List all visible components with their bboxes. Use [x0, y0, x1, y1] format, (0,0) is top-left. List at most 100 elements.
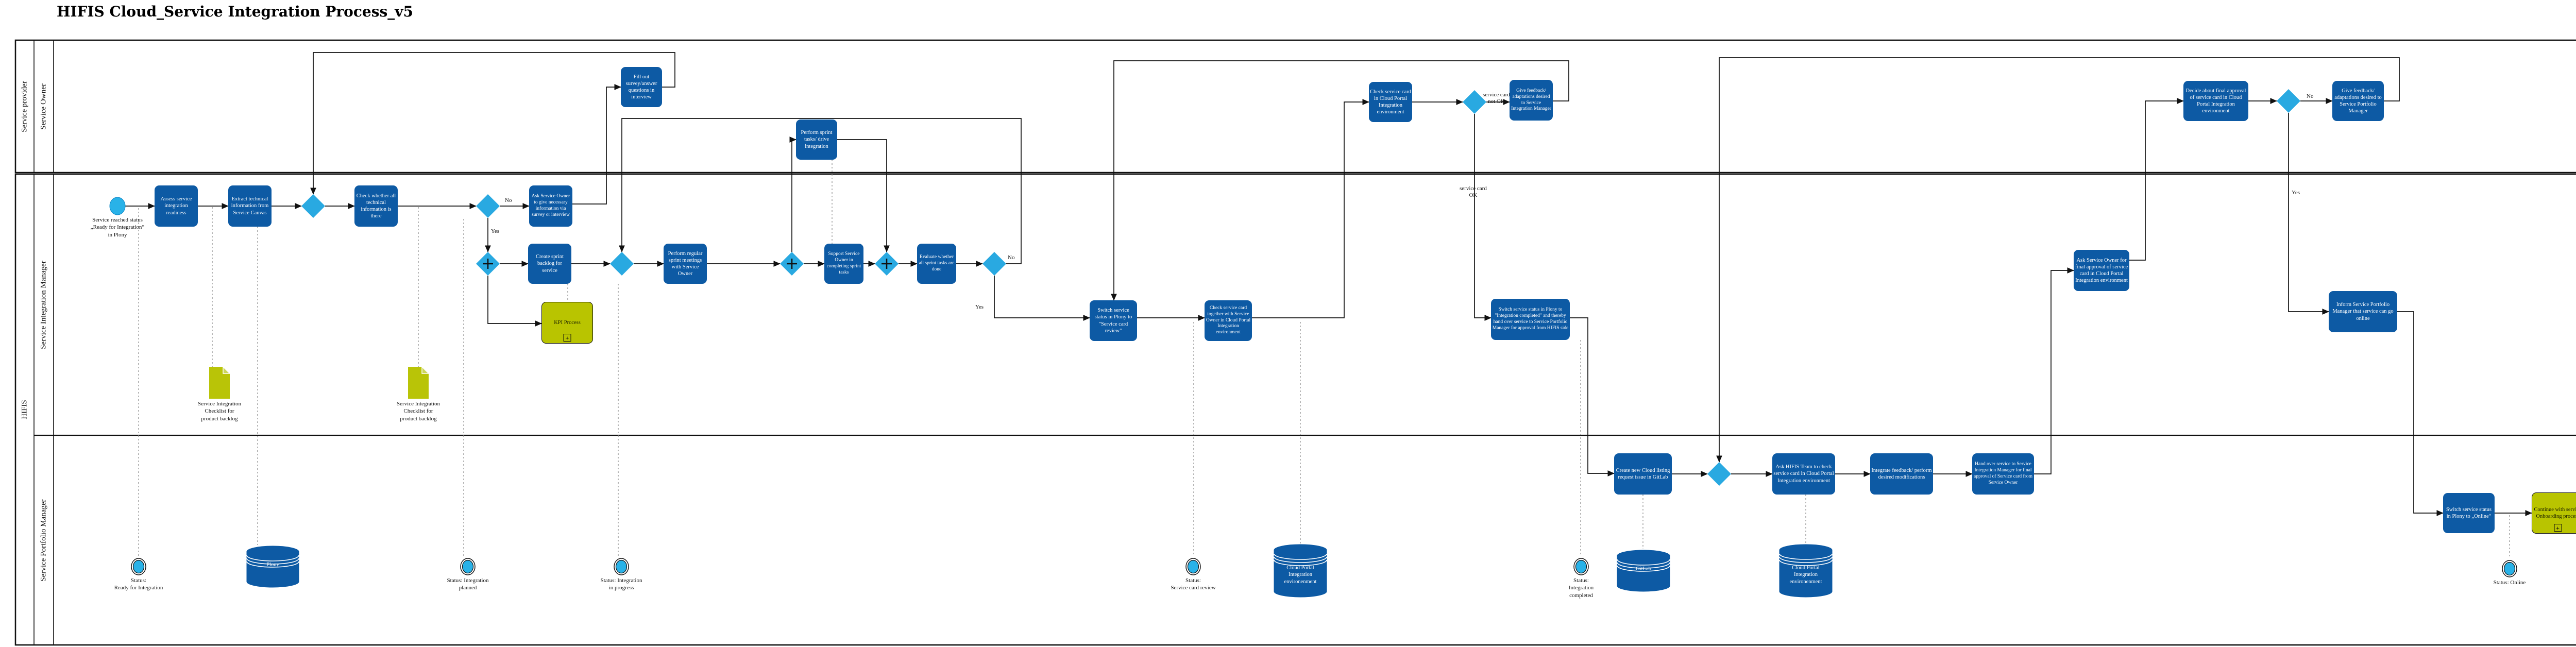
gateway-merge-sprint-exclusive-gateway-icon	[610, 252, 634, 276]
flow-card-ok-label: service card OK	[1460, 185, 1487, 199]
node-shapes	[109, 89, 2517, 598]
task-check-card-so: Check service card in Cloud Portal Integ…	[1369, 82, 1412, 122]
gateway-all-tasks-done-exclusive-gateway-icon	[982, 252, 1006, 276]
flow-askfinal-decide	[2129, 98, 2184, 261]
task-check-technical-info: Check whether all technical information …	[354, 185, 398, 227]
task-create-gitlab-issue-label: Create new Cloud listing request issue i…	[1616, 467, 1670, 480]
flow-done-no-loop-label: No	[1008, 254, 1015, 261]
task-integrate-feedback-label: Integrate feedback/ perform desired modi…	[1871, 467, 1932, 480]
task-hand-over-service-label: Hand over service to Service Integration…	[1974, 462, 2032, 485]
document-fold-icon	[223, 366, 231, 374]
task-switch-status-online: Switch service status in Plony to „Onlin…	[2443, 493, 2495, 533]
task-fill-out-survey-label: Fill out survey/answer questions in inte…	[625, 74, 657, 100]
event-status-ready-label: Status: Ready for Integration	[114, 577, 163, 591]
task-check-card-with-so-label: Check service card together with Service…	[1206, 305, 1251, 335]
task-ask-so-final-approval-label: Ask Service Owner for final approval of …	[2075, 257, 2128, 284]
task-hand-over-service: Hand over service to Service Integration…	[1972, 453, 2034, 495]
task-feedback-to-spm: Give feedback/ adaptations desired to Se…	[2332, 81, 2384, 121]
task-perform-sprint-tasks: Perform sprint tasks/ drive integration	[796, 120, 837, 160]
flow-done-yes	[994, 276, 1090, 321]
pool-border	[14, 39, 2576, 174]
task-ask-hifis-team-label: Ask HIFIS Team to check service card in …	[1773, 464, 1834, 484]
task-inform-spm-online: Inform Service Portfolio Manager that se…	[2329, 291, 2397, 332]
store-cloud-portal-1-database-icon	[1274, 544, 1327, 598]
sequence-flows	[125, 52, 2532, 516]
store-plony-database-icon	[246, 546, 299, 588]
task-check-technical-info-label: Check whether all technical information …	[356, 193, 396, 219]
task-switch-status-card-review-label: Switch service status in Plony to "Servi…	[1094, 308, 1132, 334]
gateway-spm-merge-exclusive-gateway-icon	[1707, 462, 1731, 486]
task-evaluate-sprint-tasks: Evaluate whether all sprint tasks are do…	[917, 244, 956, 284]
document-checklist-1-label: Service Integration Checklist for produc…	[198, 401, 241, 422]
flow-sprint-join	[837, 139, 890, 252]
flow-feedback-spm-loop	[1716, 57, 2400, 463]
store-plony-label: Plony	[266, 562, 279, 568]
task-assess-readiness-label: Assess service integration readiness	[160, 196, 192, 216]
database-stripe	[246, 555, 299, 561]
pool-frames	[14, 39, 2576, 646]
document-checklist-2-document-icon	[408, 367, 429, 399]
task-switch-status-online-label: Switch service status in Plony to „Onlin…	[2446, 506, 2492, 519]
event-status-planned-label: Status: Integration planned	[447, 577, 489, 591]
task-create-sprint-backlog-label: Create sprint backlog for service	[536, 254, 564, 274]
event-status-card-review-label: Status: Service card review	[1171, 577, 1216, 591]
store-cloud-portal-2-database-icon	[1779, 544, 1833, 598]
event-status-completed-label: Status: Integration completed	[1568, 577, 1594, 599]
task-switch-status-integration-completed: Switch service status in Plony to "Integ…	[1491, 299, 1570, 340]
store-cloud-portal-1-label: Cloud Portal Integration environenment	[1284, 565, 1317, 585]
task-feedback-to-sim-label: Give feedback/ adaptations desired to Se…	[1511, 88, 1551, 112]
flow-card-notok-label: service card not OK	[1483, 92, 1510, 105]
flow-parallel-kpi	[487, 276, 542, 327]
subprocess-onboarding-label: Continue with service Onboarding process	[2534, 506, 2576, 519]
lane-title-1-0: Service Integration Manager	[39, 260, 48, 349]
database-stripe	[246, 558, 299, 565]
store-cloud-portal-2-label: Cloud Portal Integration environenment	[1789, 565, 1822, 585]
event-status-completed-inner-ring-icon	[1575, 559, 1587, 574]
store-gitlab-label: GitLab	[1636, 566, 1651, 572]
task-support-sprint-tasks-label: Support Service Owner in completing spri…	[826, 251, 861, 275]
task-ask-so-information: Ask Service Owner to give necessary info…	[529, 185, 572, 227]
event-status-online-label: Status: Online	[2493, 580, 2526, 586]
flow-handover-askfinal	[2034, 267, 2074, 474]
flow-final-yes-label: Yes	[2292, 190, 2300, 196]
database-stripe	[1274, 553, 1327, 560]
database-stripe	[1617, 562, 1670, 569]
gateway-info-complete-exclusive-gateway-icon	[476, 194, 500, 218]
flow-completed-to-issue	[1570, 317, 1615, 476]
subprocess-onboarding: Continue with service Onboarding process…	[2532, 492, 2576, 534]
gateway-merge-info-exclusive-gateway-icon	[301, 194, 325, 218]
event-status-card-review-inner-ring-icon	[1187, 559, 1199, 574]
task-switch-status-integration-completed-label: Switch service status in Plony to "Integ…	[1492, 307, 1569, 331]
event-status-in-progress-inner-ring-icon	[615, 559, 628, 574]
task-feedback-to-spm-label: Give feedback/ adaptations desired to Se…	[2334, 88, 2382, 114]
event-status-in-progress-label: Status: Integration in progress	[600, 577, 642, 591]
flow-checkcard-up	[1252, 99, 1369, 318]
subprocess-plus-icon: +	[563, 334, 571, 342]
lane-title-1-1: Service Portfolio Manager	[39, 499, 48, 582]
database-stripe	[1617, 559, 1670, 566]
event-status-online-inner-ring-icon	[2503, 561, 2516, 576]
document-checklist-2-label: Service Integration Checklist for produc…	[397, 401, 440, 422]
flow-ask-to-survey	[572, 84, 621, 205]
flow-survey-loop	[310, 52, 675, 195]
task-inform-spm-online-label: Inform Service Portfolio Manager that se…	[2332, 302, 2394, 321]
task-switch-status-card-review: Switch service status in Plony to "Servi…	[1090, 300, 1137, 341]
flow-done-no-loop	[619, 118, 1022, 264]
subprocess-plus-icon: +	[2554, 524, 2562, 532]
pool-title-1: HIFIS	[20, 400, 29, 419]
store-gitlab-database-icon	[1617, 550, 1670, 592]
task-decide-final-approval: Decide about final approval of service c…	[2183, 81, 2248, 121]
task-integrate-feedback: Integrate feedback/ perform desired modi…	[1870, 453, 1933, 495]
flow-final-no-label: No	[2307, 93, 2314, 99]
document-checklist-1-document-icon	[209, 367, 230, 399]
task-perform-sprint-tasks-label: Perform sprint tasks/ drive integration	[801, 130, 833, 149]
task-ask-so-information-label: Ask Service Owner to give necessary info…	[531, 194, 570, 217]
database-stripe	[1274, 556, 1327, 563]
subprocess-kpi: KPI Process+	[541, 302, 593, 344]
task-assess-readiness: Assess service integration readiness	[155, 185, 198, 227]
task-fill-out-survey: Fill out survey/answer questions in inte…	[621, 67, 662, 107]
document-fold-icon	[421, 366, 430, 374]
task-regular-sprint-meetings-label: Perform regular sprint meetings with Ser…	[668, 250, 703, 277]
